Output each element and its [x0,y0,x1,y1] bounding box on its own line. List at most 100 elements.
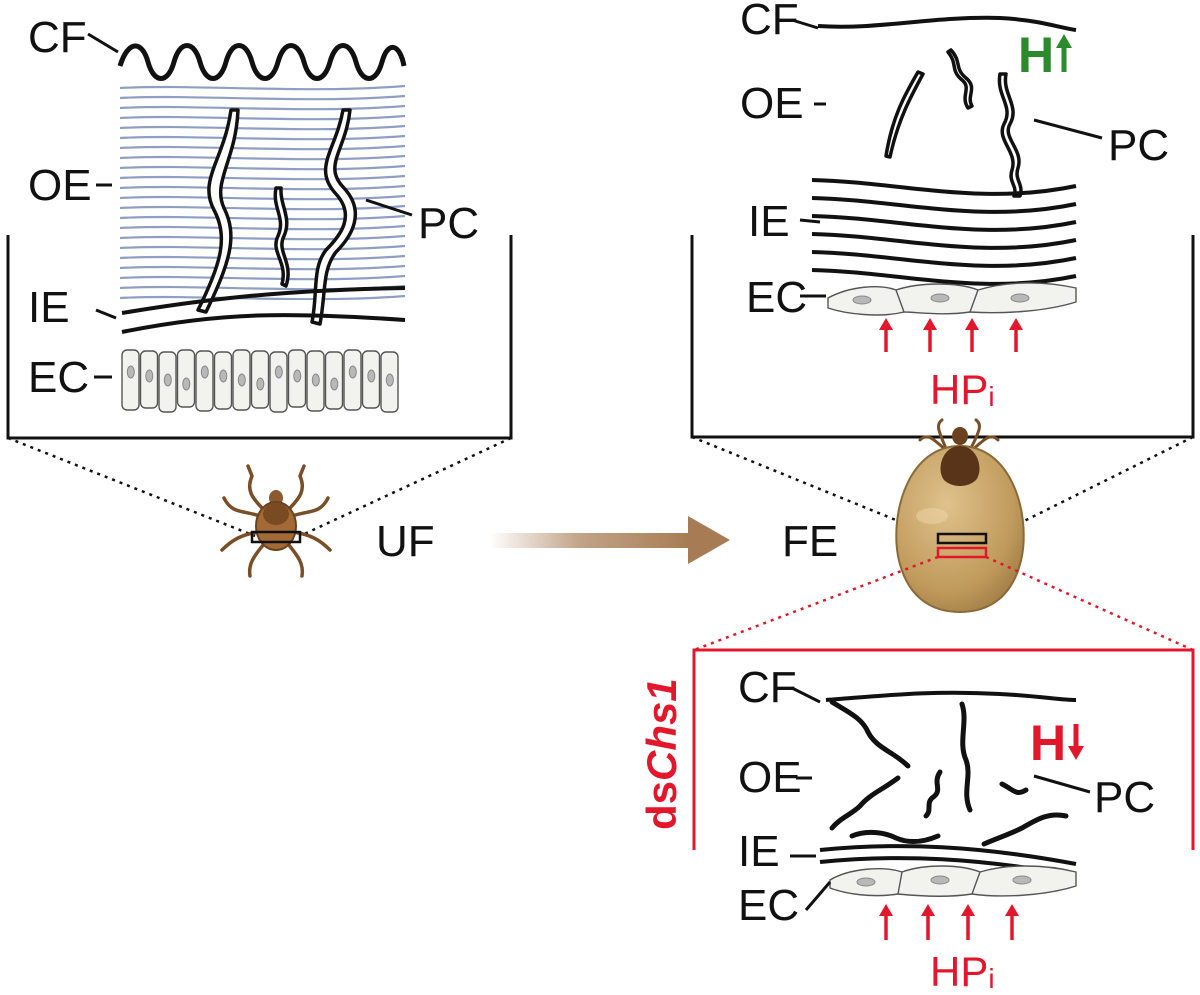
epidermal-cell [269,351,288,413]
pore-canal [999,781,1029,795]
pore-canal [196,108,240,314]
cf-leader [87,32,119,54]
epidermal-cell [195,350,214,412]
label-ec: EC [746,273,807,322]
label-oe: OE [28,161,92,210]
oe-lamella-line [120,234,405,241]
pressure-arrow-head [923,318,937,330]
pore-canal [829,775,901,831]
cell-nucleus [348,365,357,379]
oe-lamella-line [120,194,405,201]
cell-nucleus [200,365,209,379]
label-pc: PC [1094,773,1155,822]
inner-epicuticle-line [811,250,1077,268]
oe-lamella-line [120,94,405,101]
label-pc: PC [1108,121,1169,170]
epidermal-cells [827,282,1077,316]
engorged-tick-icon [895,418,1025,614]
oe-lamella-line [120,184,405,191]
cell-nucleus [293,369,302,383]
zoom-line [989,435,1194,540]
label-ec: EC [28,353,89,402]
label-hpi: HPi [930,366,995,413]
cuticular-folds-line [117,43,407,81]
pore-canal [959,701,973,813]
inner-epicuticle-line [811,196,1077,214]
pore-canal [997,72,1023,198]
pore-canal [273,186,290,288]
cell-nucleus [163,373,172,387]
ie-leader [95,308,117,320]
pressure-arrow-head [879,904,893,916]
cell-nucleus [367,369,376,383]
label-ec: EC [738,881,799,930]
ie-leader [799,218,821,224]
pressure-arrow-head [921,904,935,916]
inner-epicuticle-line [121,313,406,334]
oe-lamella-line [120,264,405,271]
cell-nucleus [219,369,228,383]
pressure-arrow-head [1005,904,1019,916]
epidermal-cell [343,349,362,411]
label-ie: IE [748,197,790,246]
zoom-line [7,436,256,538]
oe-lamella-line [120,114,405,121]
zoom-line [693,555,939,652]
oe-lamella-line [120,224,405,231]
cuticular-folds-line [817,15,1077,32]
cf-leader [791,18,819,30]
label-hardness-up: H [1018,27,1054,83]
dschs1-frame [692,648,1195,850]
unfed-tick-icon [220,464,332,578]
label-cf: CF [738,663,797,712]
inner-epicuticle-line [811,178,1077,196]
pc-leader [1033,774,1091,794]
zoom-line [985,555,1194,652]
label-cf: CF [28,13,87,62]
pressure-arrow-head [1009,318,1023,330]
pore-canal [884,70,925,159]
label-ie: IE [738,827,780,876]
gradient-arrow-icon [490,516,730,564]
inner-epicuticle-line [121,286,406,315]
oe-lamella-line [120,204,405,211]
cell-nucleus [330,377,339,391]
oe-lamella-line [120,124,405,131]
oe-lamella-line [120,84,405,91]
inner-epicuticle-line [811,268,1077,286]
zoom-line [299,436,512,538]
pc-leader [365,198,413,217]
cuticular-folds-line [825,690,1077,702]
epidermal-cells [829,865,1077,898]
oe-lamella-line [120,134,405,141]
oe-lamella-line [120,274,405,281]
pressure-arrow-head [879,318,893,330]
oe-lamella-line [120,254,405,261]
pore-canal [829,699,911,769]
oe-lamella-line [120,294,405,300]
oe-lamella-line [120,174,405,181]
pressure-arrow-head [965,318,979,330]
inner-epicuticle-line [811,232,1077,250]
pore-canal [946,48,974,110]
oe-lamella-line [120,164,405,171]
epidermal-cells [121,349,399,413]
label-ie: IE [28,283,70,332]
ec-leader [804,881,832,911]
pore-canal [310,108,358,326]
pressure-arrow-head [961,904,975,916]
outer-epicuticle-lamellae [120,84,405,300]
oe-lamella-line [120,154,405,161]
epidermal-cell [121,349,140,411]
unfed-panel: CF OE PC IE EC [6,13,513,538]
label-oe: OE [738,753,802,802]
pore-canal [849,829,941,845]
label-unfed: UF [376,517,435,566]
oe-lamella-line [120,144,405,151]
fed-panel: HPi H CF OE PC IE EC [690,0,1195,540]
cell-nucleus [237,373,246,387]
cell-nucleus [256,377,265,391]
internal-pressure-arrows [879,318,1023,352]
cf-leader [791,686,821,704]
